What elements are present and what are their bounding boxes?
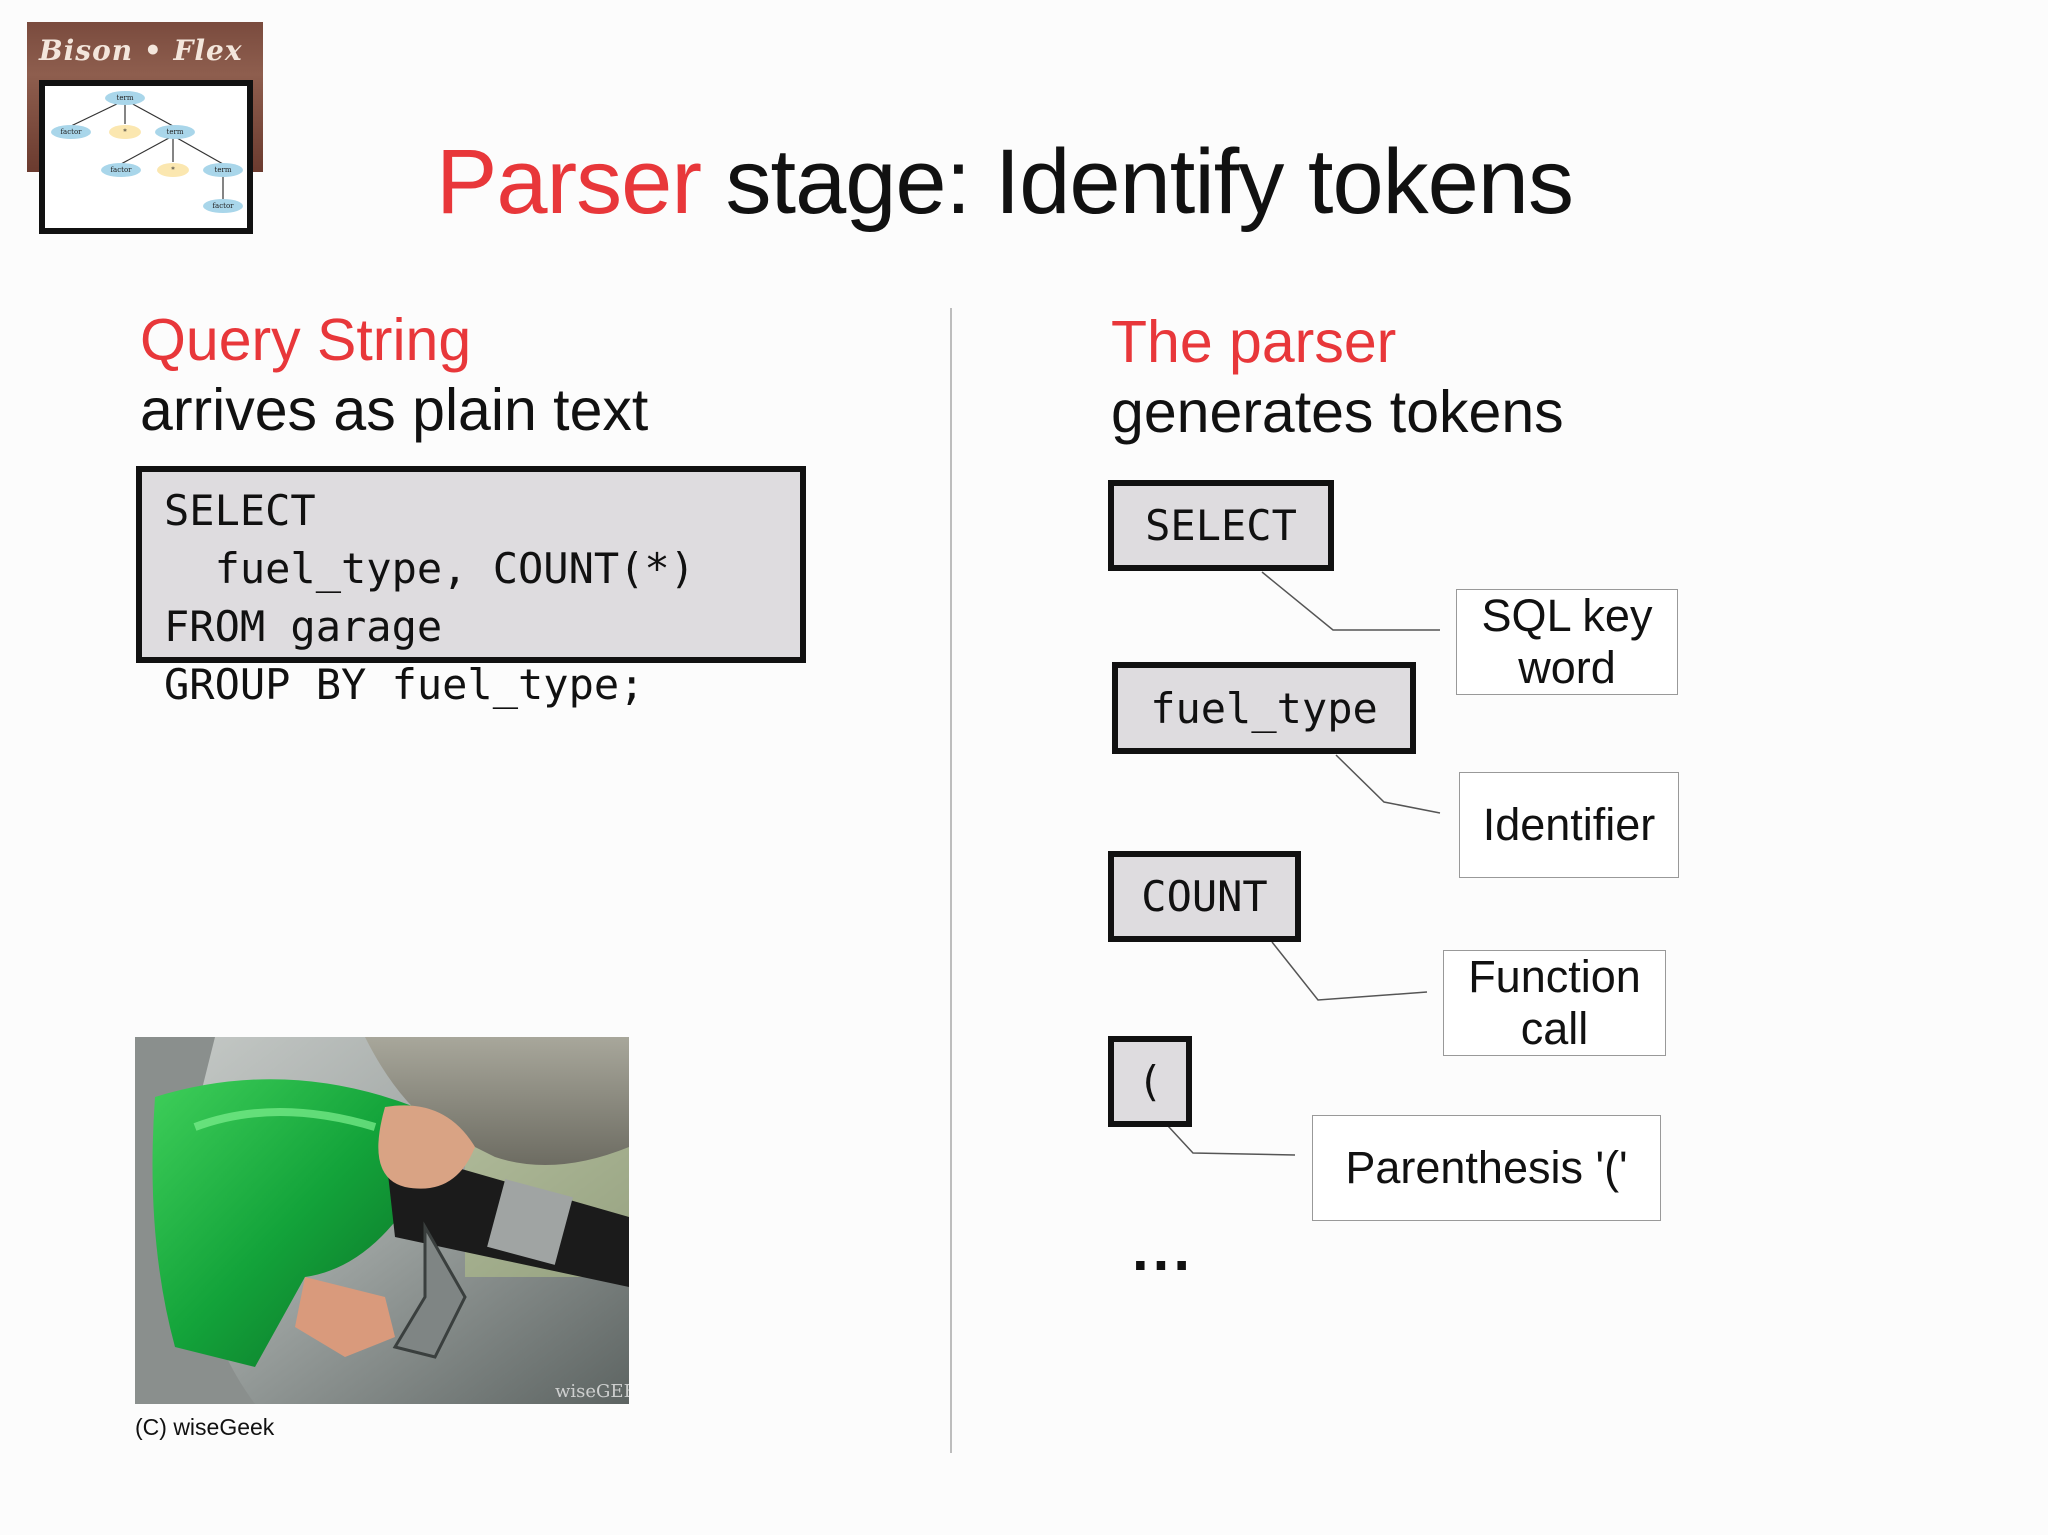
token-paren: ( <box>1108 1036 1192 1127</box>
token-count: COUNT <box>1108 851 1301 942</box>
label-identifier: Identifier <box>1459 772 1679 878</box>
image-credit: (C) wiseGeek <box>135 1414 275 1440</box>
tree-node-label: * <box>171 166 175 174</box>
fuel-pump-photo: wiseGEEK <box>135 1037 629 1404</box>
tree-node-label: factor <box>212 202 234 210</box>
token-select: SELECT <box>1108 480 1334 571</box>
code-line: FROM garage <box>164 602 443 651</box>
slide-title: Parser stage: Identify tokens <box>436 130 1574 235</box>
tree-node-label: term <box>117 94 134 102</box>
sql-code-block: SELECT fuel_type, COUNT(*) FROM garage G… <box>136 466 806 709</box>
bison-flex-logo: Bison • Flex <box>27 22 263 234</box>
query-string-heading: Query String <box>140 307 472 373</box>
tree-node-label: term <box>215 166 232 174</box>
label-sql-keyword: SQL key word <box>1456 589 1678 695</box>
title-rest: stage: Identify tokens <box>700 131 1574 233</box>
more-tokens-ellipsis: ... <box>1132 1216 1195 1283</box>
parse-tree-icon: term factor * term factor * term factor <box>51 91 243 213</box>
label-function-call: Function call <box>1443 950 1666 1056</box>
connector-line <box>1261 571 1440 631</box>
code-line: fuel_type, COUNT(*) <box>164 544 696 593</box>
label-parenthesis: Parenthesis '(' <box>1312 1115 1661 1221</box>
code-line: SELECT <box>164 486 316 535</box>
parser-subheading: generates tokens <box>1111 379 1564 445</box>
title-accent: Parser <box>436 131 702 233</box>
query-string-subheading: arrives as plain text <box>140 377 649 443</box>
connector-line <box>1335 754 1441 814</box>
tree-node-label: factor <box>60 128 82 136</box>
token-fuel-type: fuel_type <box>1112 662 1416 754</box>
connector-line <box>1167 1125 1296 1156</box>
tree-node-label: term <box>167 128 184 136</box>
parse-tree-thumbnail: term factor * term factor * term factor <box>39 80 253 234</box>
tree-node-label: * <box>123 128 127 136</box>
parser-heading: The parser <box>1111 309 1397 375</box>
logo-brand-text: Bison • Flex <box>39 34 243 67</box>
column-divider <box>950 308 952 1453</box>
code-line: GROUP BY fuel_type; <box>164 660 645 709</box>
tree-node-label: factor <box>110 166 132 174</box>
photo-watermark: wiseGEEK <box>555 1381 629 1402</box>
connector-line <box>1271 941 1428 1001</box>
